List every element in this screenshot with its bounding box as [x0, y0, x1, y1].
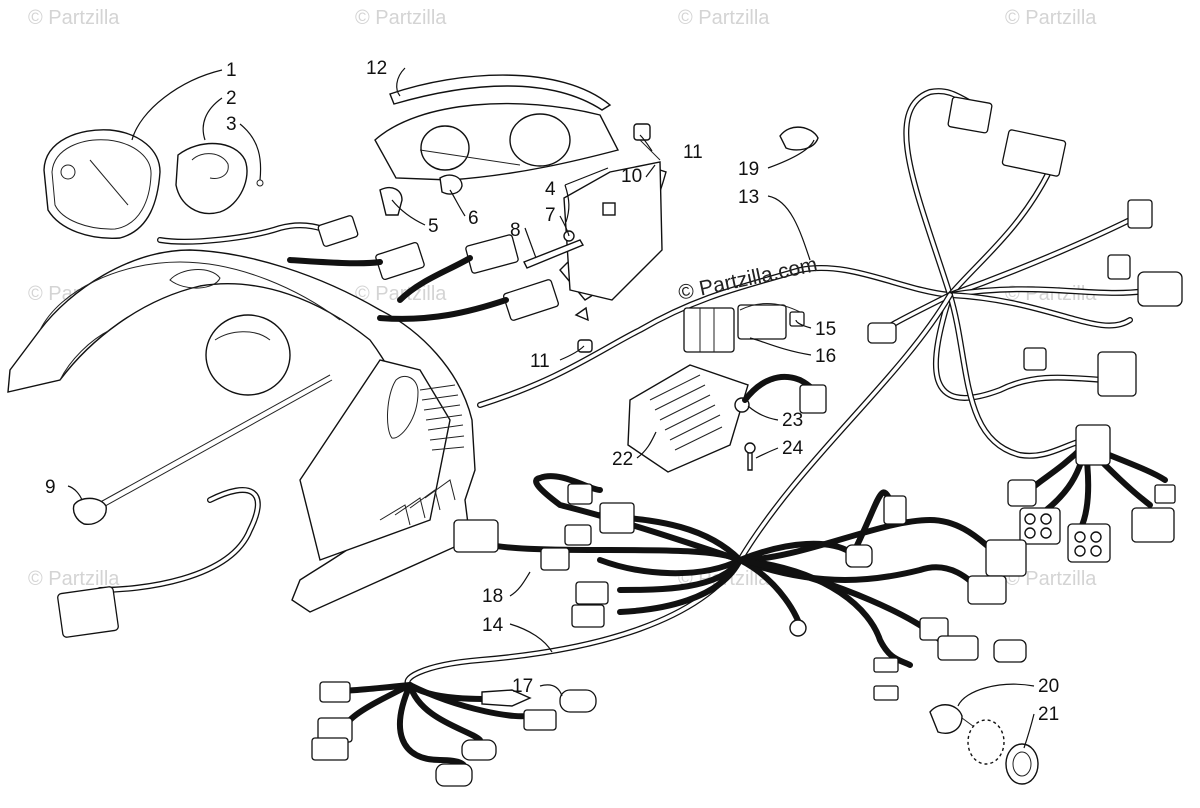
- callout-15: 15: [815, 319, 836, 340]
- callout-21: 21: [1038, 704, 1059, 725]
- connector: [1137, 271, 1183, 307]
- callout-23: 23: [782, 410, 803, 431]
- relay-assembly: [683, 302, 805, 353]
- connector: [867, 322, 897, 344]
- connector: [1097, 351, 1137, 397]
- callout-24: 24: [782, 438, 804, 459]
- screw-9: [72, 374, 333, 525]
- callout-11-bottom: 11: [530, 351, 550, 372]
- watermark: © Partzilla: [678, 7, 770, 29]
- connector: [1075, 424, 1111, 466]
- callout-10: 10: [621, 166, 642, 187]
- sensor-assembly: [779, 126, 1039, 785]
- watermark: © Partzilla: [1005, 568, 1097, 590]
- callout-16: 16: [815, 346, 836, 367]
- callout-17: 17: [512, 676, 533, 697]
- callout-9: 9: [45, 477, 56, 498]
- connector: [1023, 347, 1047, 371]
- callout-2: 2: [226, 88, 237, 109]
- connector: [1154, 484, 1176, 504]
- callout-5: 5: [428, 216, 439, 237]
- callout-11-top: 11: [683, 142, 703, 163]
- speedometer-assembly: [43, 129, 264, 239]
- watermark: © Partzilla: [28, 7, 120, 29]
- callout-22: 22: [612, 449, 633, 470]
- hood-vents: [379, 384, 465, 526]
- connector: [1107, 254, 1131, 280]
- watermark: © Partzilla: [28, 568, 120, 590]
- callout-1: 1: [226, 60, 237, 81]
- callout-4: 4: [545, 179, 556, 200]
- callout-3: 3: [226, 114, 237, 135]
- connector: [1067, 523, 1111, 563]
- watermark: © Partzilla: [1005, 7, 1097, 29]
- callout-8: 8: [510, 220, 521, 241]
- partzilla-watermark: © Partzilla.com: [676, 253, 819, 305]
- connector: [1127, 199, 1153, 229]
- callout-20: 20: [1038, 676, 1059, 697]
- main-harness-14: [311, 473, 1027, 787]
- headlight-pigtails: [57, 215, 559, 638]
- front-hood: [7, 249, 476, 613]
- callout-labels: 1 2 3 4 5 6 7 8 9 10 11 11 12 13 14 15 1…: [45, 58, 1059, 725]
- callout-19: 19: [738, 159, 759, 180]
- connector: [1019, 507, 1061, 545]
- leader-lines: [67, 67, 1035, 749]
- voltage-regulator: [627, 364, 827, 473]
- callout-13: 13: [738, 187, 759, 208]
- watermark: © Partzilla: [355, 283, 447, 305]
- connector: [1001, 129, 1067, 177]
- main-harness-13: [477, 88, 1183, 563]
- connector: [947, 96, 993, 134]
- callout-18: 18: [482, 586, 503, 607]
- callout-6: 6: [468, 208, 479, 229]
- watermark: © Partzilla: [355, 7, 447, 29]
- connector: [1131, 507, 1175, 543]
- headlight-housing: [374, 74, 667, 353]
- callout-12: 12: [366, 58, 387, 79]
- callout-7: 7: [545, 205, 556, 226]
- connector: [1007, 479, 1037, 507]
- callout-14: 14: [482, 615, 504, 636]
